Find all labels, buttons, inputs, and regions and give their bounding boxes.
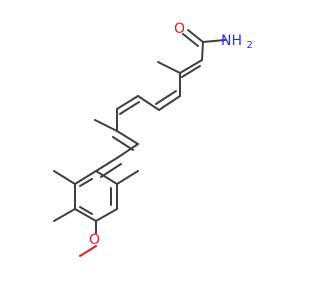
amide-group — [182, 29, 226, 61]
bond-o-methyl — [79, 245, 97, 257]
bond-c2-c3-double — [181, 65, 201, 78]
bond-c3-methyl — [157, 61, 181, 74]
bond-c5-c6 — [137, 95, 160, 111]
bond-c10-c11-double — [100, 163, 122, 178]
bond-c1-o-double — [182, 33, 199, 47]
bond-c8-c9-double — [112, 136, 134, 151]
bond-c2-c3 — [179, 59, 203, 74]
bond-c10-c11 — [95, 157, 118, 172]
bond-c4-c5-double — [155, 90, 177, 105]
bond-c6-c7-double — [119, 101, 140, 115]
bond-c1-o — [187, 29, 204, 43]
bond-ring-inner-b — [79, 206, 93, 215]
polyene-chain — [94, 59, 203, 178]
bond-ring-4-5 — [74, 208, 97, 222]
bond-ring-inner-c — [79, 178, 93, 187]
bond-c8-c9 — [116, 130, 139, 145]
bond-ring-6-1 — [74, 170, 97, 185]
bond-ring-3-4 — [95, 208, 118, 222]
bond-ring-methyl-top-right — [116, 170, 139, 185]
amide-nitrogen-main: NH — [221, 33, 242, 49]
bond-c4-c5 — [158, 95, 181, 111]
molecule-canvas: O NH 2 O — [53, 21, 253, 257]
amide-nitrogen-label: NH 2 — [221, 33, 253, 51]
bond-ring-1-2 — [95, 170, 118, 185]
bond-ring-methyl-left-bottom — [53, 208, 76, 222]
amide-nitrogen-subscript: 2 — [246, 40, 252, 51]
methoxy-oxygen-label: O — [89, 232, 100, 248]
molecule-structure: O NH 2 O — [53, 21, 253, 257]
bond-c6-c7 — [116, 95, 139, 110]
bond-c1-n — [202, 39, 226, 43]
bond-c8-methyl — [94, 119, 118, 132]
amide-oxygen-label: O — [174, 21, 185, 37]
bond-ring-methyl-left-top — [53, 170, 76, 185]
bond-c9-c10 — [116, 143, 139, 159]
aromatic-ring — [53, 170, 139, 257]
bond-c1-c2 — [201, 41, 204, 61]
